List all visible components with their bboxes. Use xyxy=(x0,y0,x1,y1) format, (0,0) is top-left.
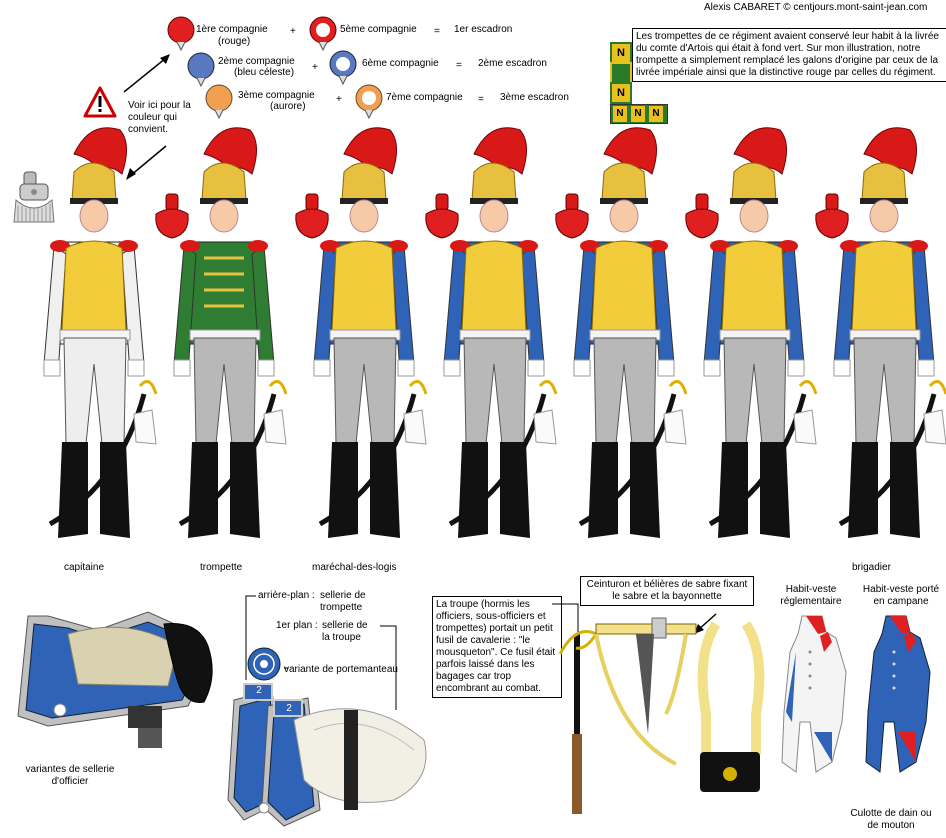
arrow-to-plume-icon xyxy=(126,145,167,180)
livery-strip: N N N xyxy=(610,104,668,124)
jacket-campaign-illustration xyxy=(865,615,931,773)
legend-row1-result: 1er escadron xyxy=(454,24,513,35)
red-epaulette-icon xyxy=(295,193,329,239)
legend-row3-eq: = xyxy=(478,94,484,105)
cuirassier-figure xyxy=(573,127,688,538)
legend-row2-b: 6ème compagnie xyxy=(362,58,439,69)
warning-icon xyxy=(83,86,117,118)
legend-row1-b: 5ème compagnie xyxy=(340,24,417,35)
legend-row2-plus: + xyxy=(312,62,318,73)
legend-row2-a-sub: (bleu céleste) xyxy=(234,67,295,78)
figure-label-trompette: trompette xyxy=(200,562,243,573)
legend-row3-a-sub: (aurore) xyxy=(270,101,306,112)
red-epaulette-icon xyxy=(425,193,459,239)
saddle-front-label: 1er plan : xyxy=(276,620,318,631)
jacket-regulation-label: Habit-veste réglementaire xyxy=(780,584,842,607)
red-pompom-icon xyxy=(167,16,195,52)
figure-label-brigadier: brigadier xyxy=(852,562,891,573)
legend-row3-b: 7ème compagnie xyxy=(386,92,463,103)
livery-strip-n: N xyxy=(613,106,627,122)
livery-strip-n: N xyxy=(631,106,645,122)
saddle-back-label: arrière-plan : xyxy=(258,590,315,601)
blue-pompom-icon xyxy=(187,52,215,88)
legend-row3-result: 3ème escadron xyxy=(500,92,569,103)
livery-eagle-tile xyxy=(610,62,632,84)
red-white-pompom-icon xyxy=(309,16,337,52)
legend-row2-eq: = xyxy=(456,60,462,71)
livery-strip-n: N xyxy=(649,106,663,122)
saddle-leader-lines xyxy=(245,595,397,710)
legend-row1-a: 1ère compagnie xyxy=(196,24,268,35)
legend-row1-a-sub: (rouge) xyxy=(218,36,251,47)
red-epaulette-icon xyxy=(555,193,589,239)
musket-note: La troupe (hormis les officiers, sous-of… xyxy=(432,596,562,698)
jacket-regulation-illustration xyxy=(781,615,847,773)
legend-row2-a: 2ème compagnie xyxy=(218,56,295,67)
saddle-number-front: 2 xyxy=(286,703,292,714)
cuirassier-figure xyxy=(43,127,158,538)
jacket-campaign-label: Habit-veste porté en campane xyxy=(862,584,940,607)
officer-saddle-illustration xyxy=(17,611,213,748)
figure-label-capitaine: capitaine xyxy=(64,562,105,573)
legend-row3-plus: + xyxy=(336,94,342,105)
cuirassier-figure xyxy=(833,127,946,538)
livery-n-tile: N xyxy=(610,42,632,64)
orange-white-pompom-icon xyxy=(355,84,383,120)
cuirassier-figure xyxy=(703,127,818,538)
figures-row xyxy=(0,124,946,584)
cuirassier-figure xyxy=(173,127,288,538)
blue-white-pompom-icon xyxy=(329,50,357,86)
figure-label-marechal: maréchal-des-logis xyxy=(312,562,397,573)
credit-text: Alexis CABARET © centjours.mont-saint-je… xyxy=(704,2,928,13)
saddle-back-value: sellerie de trompette xyxy=(320,590,366,613)
legend-row1-plus: + xyxy=(290,26,296,37)
troop-saddle-illustration xyxy=(227,683,427,827)
portmanteau-icon xyxy=(247,647,281,681)
belt-note: Ceinturon et bélières de sabre fixant le… xyxy=(580,576,754,606)
legend-row2-result: 2ème escadron xyxy=(478,58,547,69)
saddle-front-value: sellerie de la troupe xyxy=(322,620,368,643)
belt-and-musket-illustration xyxy=(558,617,765,814)
cuirassier-figure xyxy=(313,127,428,538)
breeches-caption: Culotte de dain ou de mouton xyxy=(850,808,932,831)
red-epaulette-icon xyxy=(815,193,849,239)
cuirassier-figure xyxy=(443,127,558,538)
legend-row1-eq: = xyxy=(434,26,440,37)
red-epaulette-icon xyxy=(685,193,719,239)
warning-text: Voir ici pour la couleur qui convient. xyxy=(128,100,191,135)
orange-pompom-icon xyxy=(205,84,233,120)
arrow-to-legend-icon xyxy=(123,54,170,93)
officer-epaulette-icon xyxy=(13,171,55,223)
legend-row3-a: 3ème compagnie xyxy=(238,90,315,101)
red-epaulette-icon xyxy=(155,193,189,239)
saddle-valise-label: variante de portemanteau xyxy=(284,664,398,675)
trumpet-livery-note: Les trompettes de ce régiment avaient co… xyxy=(632,28,946,82)
livery-n-tile: N xyxy=(610,82,632,104)
officer-saddle-caption: variantes de sellerie d'officier xyxy=(25,764,115,787)
company-legend: 1ère compagnie (rouge) + 5ème compagnie … xyxy=(160,14,590,124)
saddle-number-back: 2 xyxy=(256,685,262,696)
